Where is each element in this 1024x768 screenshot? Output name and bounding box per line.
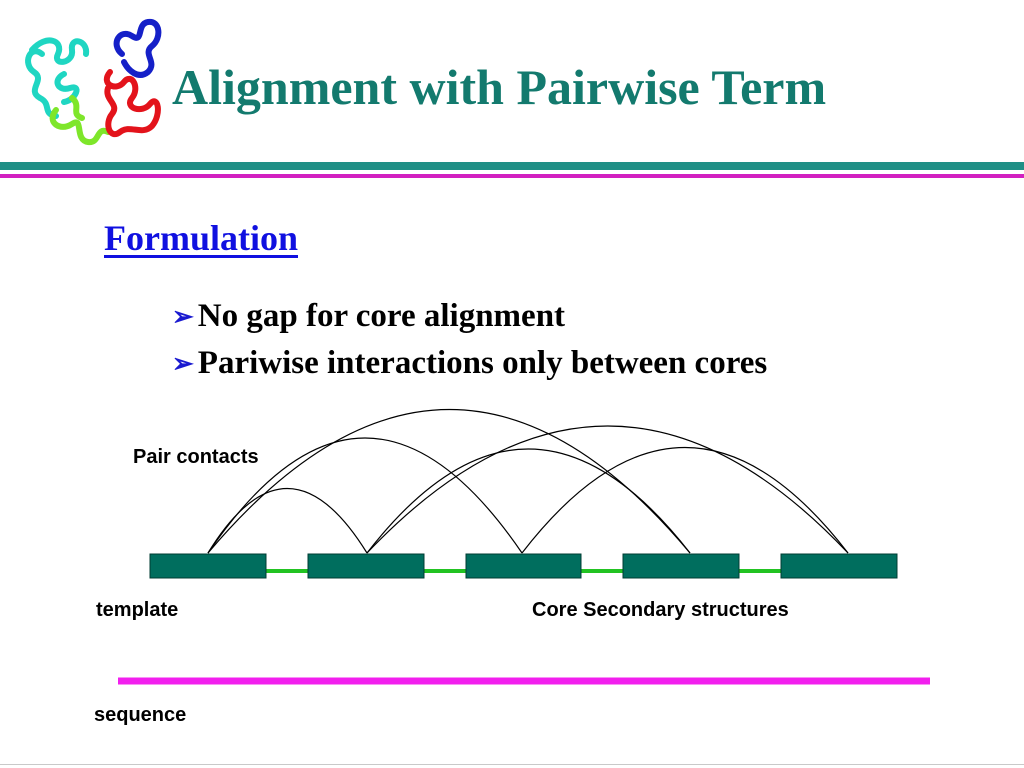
contact-arc bbox=[207, 437, 523, 554]
contact-arc bbox=[207, 487, 368, 554]
core-blocks bbox=[149, 553, 898, 579]
core-block bbox=[780, 553, 898, 579]
bullet-text: Pariwise interactions only between cores bbox=[197, 345, 768, 381]
pair-contacts-label: Pair contacts bbox=[133, 446, 259, 468]
contact-arc bbox=[521, 446, 849, 554]
bullet-text: No gap for core alignment bbox=[197, 298, 566, 334]
core-block bbox=[465, 553, 582, 579]
section-heading: Formulation bbox=[104, 218, 298, 258]
contact-arc bbox=[366, 425, 849, 554]
bullet-list: ➢ No gap for core alignment ➢ Pariwise i… bbox=[172, 293, 767, 387]
core-block bbox=[307, 553, 425, 579]
core-block bbox=[622, 553, 740, 579]
footer-rule bbox=[0, 764, 1024, 765]
template-label: template bbox=[96, 599, 179, 621]
pair-contact-arcs bbox=[207, 408, 849, 554]
protein-structure-icon bbox=[25, 18, 162, 146]
bullet-item: ➢ No gap for core alignment bbox=[172, 293, 767, 340]
title-rule-magenta bbox=[0, 174, 1024, 178]
slide-title: Alignment with Pairwise Term bbox=[172, 59, 827, 115]
contact-arc bbox=[366, 448, 691, 554]
arrow-bullet-icon: ➢ bbox=[172, 348, 194, 378]
sequence-label: sequence bbox=[94, 704, 187, 726]
core-secondary-structures-label: Core Secondary structures bbox=[532, 599, 789, 621]
bullet-item: ➢ Pariwise interactions only between cor… bbox=[172, 340, 767, 387]
title-rule-teal bbox=[0, 162, 1024, 170]
core-block bbox=[149, 553, 267, 579]
arrow-bullet-icon: ➢ bbox=[172, 301, 194, 331]
